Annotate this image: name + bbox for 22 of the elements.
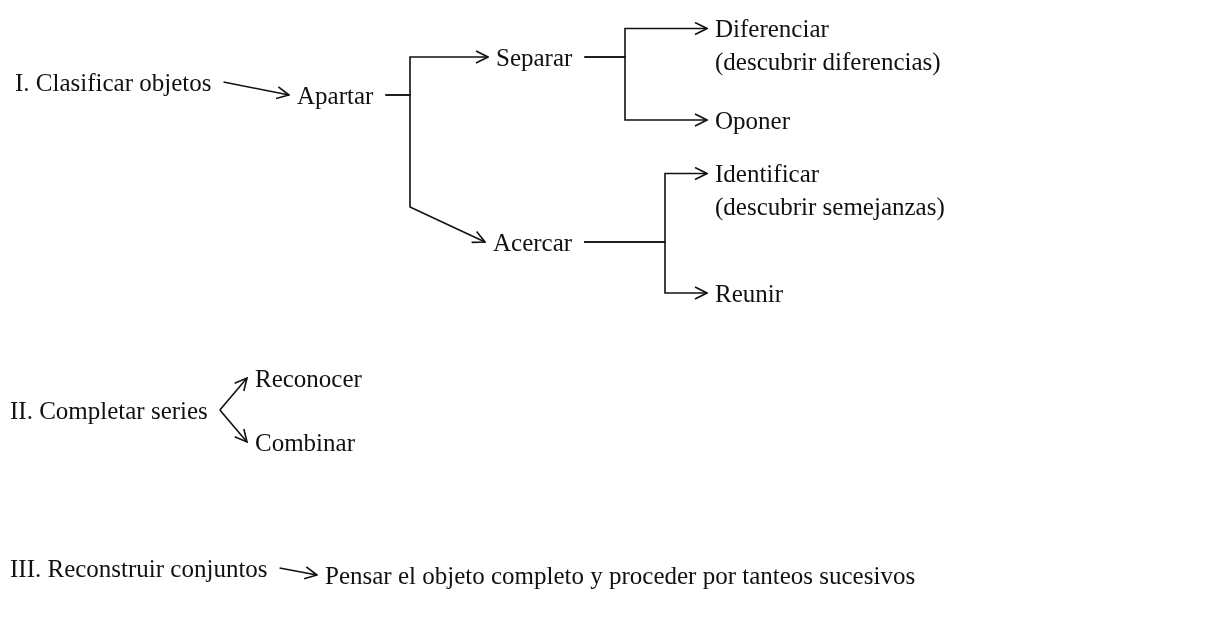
node-text: Diferenciar [715, 14, 830, 44]
node-text: (descubrir semejanzas) [715, 192, 945, 223]
arrow [583, 56, 708, 127]
arrow [219, 409, 248, 443]
arrow [222, 81, 290, 100]
node-text: Separar [496, 42, 573, 73]
node-text: Apartar [297, 80, 374, 111]
node-text: Identificar [715, 159, 821, 189]
node-text: II. Completar series [10, 395, 208, 426]
arrow [278, 566, 318, 580]
node-text: Acercar [493, 227, 573, 258]
node-text: Reconocer [255, 363, 362, 394]
arrow [384, 94, 486, 244]
node-text: III. Reconstruir conjuntos [10, 553, 268, 584]
arrow [583, 241, 708, 300]
node-text: (descubrir diferencias) [715, 47, 941, 78]
node-text: Combinar [255, 427, 355, 458]
arrow [219, 377, 248, 411]
node-text: Reunir [715, 278, 784, 309]
node-text: I. Clasificar objetos [15, 67, 212, 98]
node-text: Oponer [715, 105, 790, 136]
node-text: Pensar el objeto completo y proceder por tanteos sucesivos [325, 560, 916, 591]
